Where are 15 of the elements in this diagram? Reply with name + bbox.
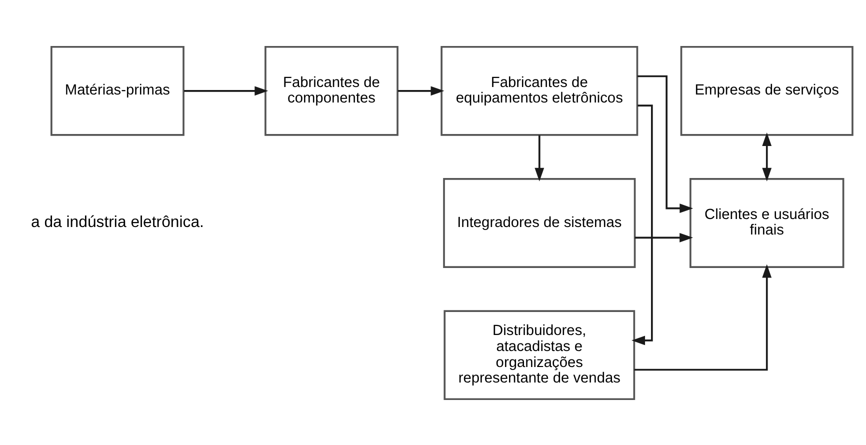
node-box: Empresas de serviços — [680, 45, 854, 136]
arrow — [534, 134, 544, 181]
arrow — [398, 86, 444, 96]
arrow — [634, 264, 772, 370]
label: a da indústria eletrônica. — [30, 214, 204, 231]
arrow — [184, 86, 268, 96]
arrow — [634, 232, 694, 242]
node-box: Fabricantes de equipamentos eletrônicos — [440, 45, 638, 136]
node-box: Integradores de sistemas — [443, 178, 636, 268]
arrow — [637, 74, 694, 213]
arrow — [762, 132, 772, 181]
node-box: Clientes e usuários finais — [690, 178, 844, 268]
node-box: Distribuidores, atacadistas e organizações representante de vendas — [444, 310, 636, 400]
node-box: Fabricantes de componentes — [264, 45, 398, 136]
node-box: Matérias-primas — [50, 45, 184, 136]
